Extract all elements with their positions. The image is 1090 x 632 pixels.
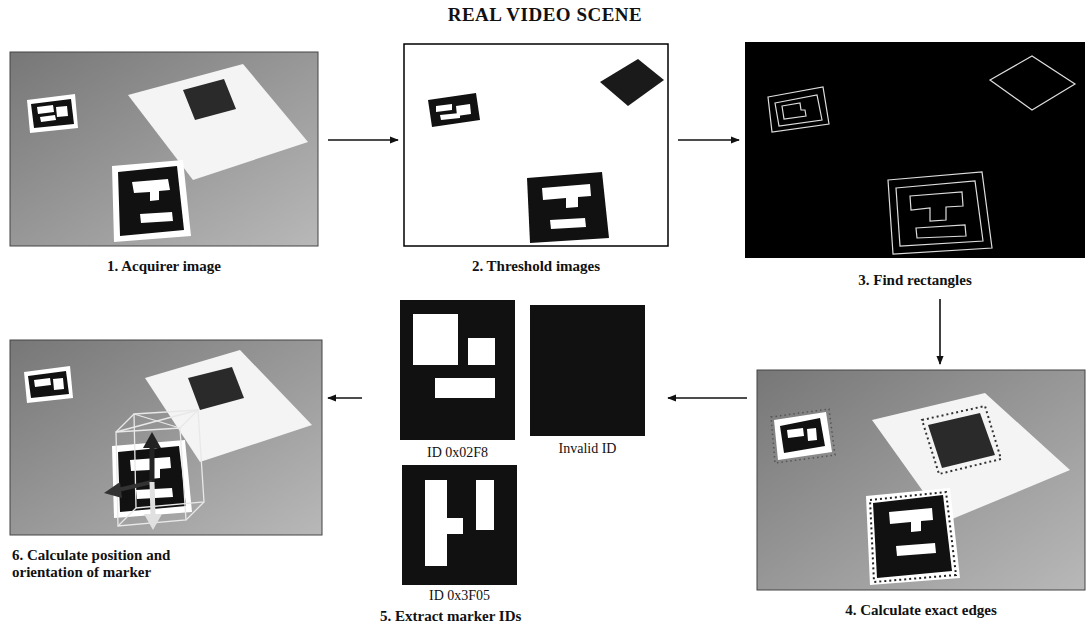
diagram-title: REAL VIDEO SCENE (0, 6, 1090, 23)
marker-border (112, 160, 191, 242)
pose-cube (134, 414, 180, 428)
rectangle-outline (768, 87, 829, 132)
dark-square (600, 59, 664, 106)
rectangle-outline (990, 56, 1075, 110)
flow-arrow (939, 299, 941, 364)
step-panel: 3. Find rectangles (745, 42, 1085, 289)
axis-arrow (143, 432, 161, 448)
marker-border (866, 488, 960, 585)
flow-arrow (328, 139, 398, 141)
marker-image (402, 465, 517, 585)
marker-pattern (787, 428, 804, 438)
axis-arrow (144, 514, 162, 530)
marker-pattern (56, 106, 68, 117)
marker-border (24, 366, 73, 403)
marker-border (774, 412, 832, 460)
edges-frame (745, 42, 1085, 258)
dark-square (188, 367, 244, 410)
marker-border (112, 440, 192, 518)
marker-pattern (542, 184, 591, 208)
dark-square (183, 79, 236, 120)
marker-body (780, 418, 825, 453)
marker-pattern (34, 378, 51, 387)
pose-cube (116, 410, 198, 432)
pattern-outline (910, 192, 963, 221)
marker-pattern (413, 314, 458, 365)
flow-arrow (668, 397, 747, 399)
edge-points (922, 406, 1001, 474)
marker-pattern (53, 378, 64, 390)
marker-image (530, 305, 645, 436)
edge-points (771, 409, 835, 463)
rectangle-outline (888, 172, 992, 254)
axis-arrow (150, 446, 155, 482)
marker-body (31, 99, 74, 128)
marker-body (527, 172, 609, 243)
marker-pattern (896, 543, 936, 556)
marker-pattern (550, 218, 586, 229)
marker-body (428, 93, 480, 127)
step-caption: 1. Acquirer image (10, 258, 318, 275)
marker-pattern (436, 104, 452, 112)
step-panel: 6. Calculate position and orientation of… (10, 340, 322, 581)
marker-pattern (468, 338, 495, 365)
flow-arrow (328, 397, 362, 399)
edge-points (870, 492, 956, 582)
marker-id-box: ID 0x3F05 (402, 465, 517, 604)
marker-pattern (440, 113, 460, 120)
photo-frame (10, 340, 322, 535)
marker-pattern (40, 115, 56, 122)
marker-id-label: Invalid ID (530, 440, 645, 457)
step-caption: 5. Extract marker IDs (372, 608, 662, 625)
pose-cube (118, 508, 136, 526)
photo-frame (757, 370, 1085, 590)
marker-id-label: ID 0x3F05 (402, 587, 517, 604)
marker-pattern (140, 212, 173, 223)
marker-id-box: Invalid ID (530, 305, 645, 457)
marker-pattern (476, 480, 494, 530)
step-caption: 3. Find rectangles (745, 272, 1085, 289)
axis-arrow (152, 482, 153, 516)
rectangle-outline (896, 181, 983, 246)
marker-pattern (132, 179, 170, 201)
marker-image (400, 300, 515, 440)
marker-body (118, 166, 184, 236)
marker-id-label: ID 0x02F8 (400, 444, 515, 461)
step-panel: 4. Calculate exact edges (757, 370, 1085, 619)
axis-arrow (104, 482, 122, 498)
step-panel: 2. Threshold images (404, 44, 668, 275)
marker-body (28, 371, 69, 398)
pattern-outline (782, 103, 806, 119)
marker-pattern (889, 508, 933, 532)
photo-frame (10, 52, 318, 246)
step-panel: 5. Extract marker IDs ID 0x02F8 Invalid ID… (372, 296, 662, 625)
axis-arrow (118, 482, 152, 490)
pose-cube (186, 502, 204, 520)
pose-cube (116, 428, 186, 526)
dark-square (928, 413, 995, 468)
marker-pattern (807, 428, 817, 441)
marker-body (873, 495, 952, 578)
marker-border (27, 94, 78, 133)
marker-pattern (425, 480, 447, 566)
flow-arrow (678, 139, 739, 141)
threshold-frame (404, 44, 668, 246)
step-caption: 2. Threshold images (404, 258, 668, 275)
marker-pattern (37, 105, 54, 114)
step-caption: 4. Calculate exact edges (757, 602, 1085, 619)
step-caption: 6. Calculate position and orientation of… (10, 547, 242, 581)
rectangle-outline (775, 95, 822, 126)
marker-pattern (447, 518, 463, 534)
marker-pattern (435, 378, 495, 398)
marker-id-box: ID 0x02F8 (400, 300, 515, 461)
step-panel: 1. Acquirer image (10, 52, 318, 275)
pattern-outline (916, 225, 966, 238)
